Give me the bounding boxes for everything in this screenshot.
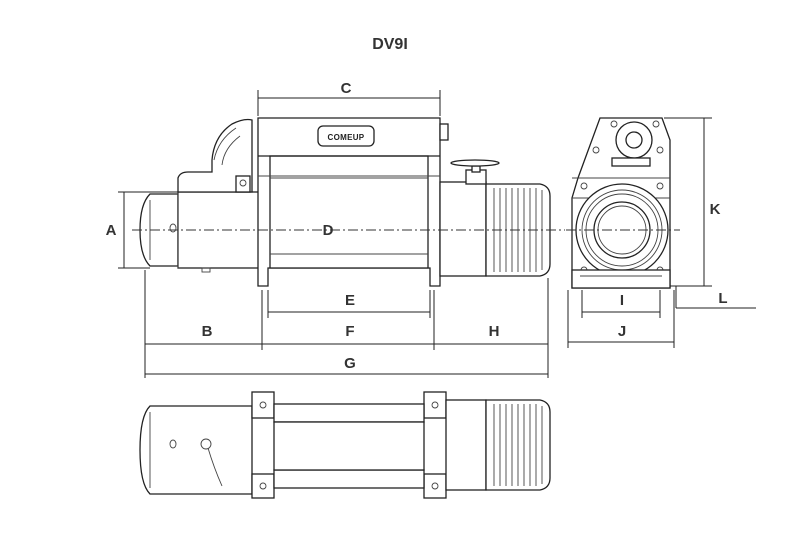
- dim-label-g: G: [344, 355, 356, 372]
- brand-label: COMEUP: [328, 133, 365, 142]
- dim-label-c: C: [341, 80, 352, 97]
- gear-housing: [439, 159, 551, 277]
- end-view: [566, 117, 680, 289]
- dim-label-k: K: [710, 201, 721, 218]
- dim-label-f: F: [345, 323, 354, 340]
- dim-label-a: A: [106, 222, 117, 239]
- control-box: [177, 118, 253, 193]
- side-view: COMEUP: [132, 117, 565, 287]
- dim-label-l: L: [718, 290, 727, 307]
- dim-label-h: H: [489, 323, 500, 340]
- dim-label-b: B: [202, 323, 213, 340]
- dimension-labels: C A D E B F H G I J K L: [106, 80, 728, 372]
- motor: [139, 191, 261, 273]
- drum-frame: COMEUP: [257, 117, 449, 287]
- dim-label-d: D: [323, 222, 334, 239]
- dim-label-e: E: [345, 292, 355, 309]
- dimension-lines: [118, 90, 756, 378]
- dim-label-i: I: [620, 292, 624, 309]
- top-view: [139, 391, 551, 499]
- dim-label-j: J: [618, 323, 626, 340]
- drawing-title: DV9I: [372, 36, 408, 53]
